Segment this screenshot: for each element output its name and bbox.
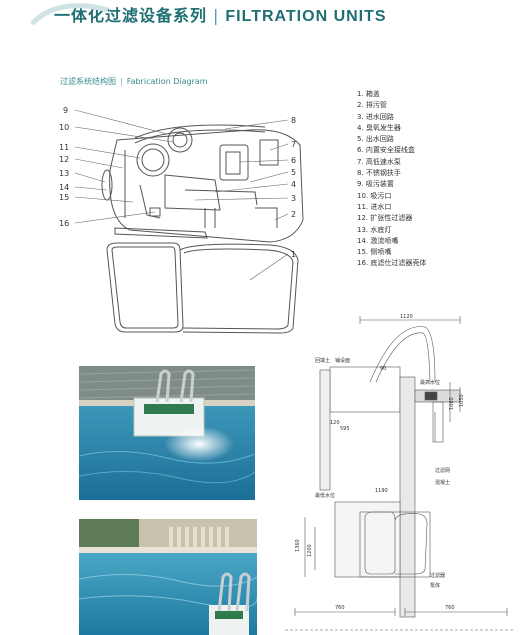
legend-item: 3. 进水回路 [357,112,394,121]
legend-item: 14. 激流喷嘴 [357,236,399,245]
page-title: 一体化过滤设备系列 | FILTRATION UNITS [54,2,514,28]
title-en: FILTRATION UNITS [225,8,387,25]
callout-9: 9 [63,106,68,115]
note-filter: 过滤器 [430,572,445,579]
legend-item: 16. 底滤仕过滤器壳体 [357,259,427,268]
legend-item: 7. 高低速水泵 [357,157,401,166]
legend-item: 10. 吸污口 [357,191,392,200]
dim-height-2: 1200 [307,544,313,557]
note-concrete: 混凝土 [435,479,450,486]
section-label: 过滤系统结构图 |Fabrication Diagram [60,76,208,87]
section-label-en: Fabrication Diagram [126,77,208,86]
callout-16: 16 [59,219,69,228]
note-max-water: 最高水位 [420,379,440,386]
legend-item: 5. 出水回路 [357,135,394,144]
dim-width-bottom-left: 760 [335,605,345,611]
legend-item: 8. 不锈钢扶手 [357,169,401,178]
note-min-water: 最低水位 [315,492,335,499]
dim-length: 595 [340,426,350,432]
dim-depth: 120 [330,420,340,426]
callout-10: 10 [59,123,69,132]
title-separator: | [213,6,220,25]
legend-item: 4. 臭氧发生器 [357,123,401,132]
note-pump: 泵体 [430,582,440,589]
callout-7: 7 [291,140,296,149]
pool-unit-photo-1 [79,366,255,500]
callout-12: 12 [59,155,69,164]
callout-2: 2 [291,210,296,219]
section-label-separator: | [120,77,123,86]
dim-width-top: 1120 [400,314,413,320]
legend-item: 6. 内置安全接线盒 [357,146,415,155]
header-swoosh-decoration [30,3,109,26]
title-cn: 一体化过滤设备系列 [54,6,208,25]
dim-height-4: 1190 [375,488,388,494]
section-label-cn: 过滤系统结构图 [60,77,116,86]
dim-height-5: 1050 [459,394,465,407]
callout-1: 1 [291,250,296,259]
callout-14: 14 [59,183,69,192]
callout-15: 15 [59,193,69,202]
legend-item: 13. 水底灯 [357,225,392,234]
legend-item: 15. 侧喷嘴 [357,248,392,257]
legend-item: 11. 进水口 [357,202,392,211]
installation-drawing: 1120 760 760 1360 1200 1060 1190 1050 12… [285,314,515,631]
callout-3: 3 [291,194,296,203]
dim-offset: 90 [380,366,386,372]
legend-item: 2. 排污管 [357,101,387,110]
legend-item: 1. 箱盖 [357,90,380,98]
dim-height-3: 1060 [449,397,455,410]
callout-11: 11 [59,143,69,152]
callout-13: 13 [59,169,69,178]
legend-item: 9. 吸污装置 [357,180,394,189]
fabrication-diagram: 9 10 11 12 13 14 15 16 8 7 6 5 4 3 2 1 [59,106,304,334]
callout-8: 8 [291,116,296,125]
note-filter-screen: 过滤网 [435,467,450,474]
dim-width-bottom-right: 760 [445,605,455,611]
note-backfill: 回填土 [315,357,330,364]
callout-5: 5 [291,168,296,177]
note-surface: 铺设面 [335,357,350,364]
legend-item: 12. 扩张性过滤器 [357,214,413,223]
callout-6: 6 [291,156,296,165]
component-legend: 1. 箱盖 2. 排污管 3. 进水回路 4. 臭氧发生器 5. 出水回路 6.… [357,89,517,270]
callout-4: 4 [291,180,296,189]
dim-height-1: 1360 [295,539,301,552]
pool-unit-photo-2 [79,519,257,635]
